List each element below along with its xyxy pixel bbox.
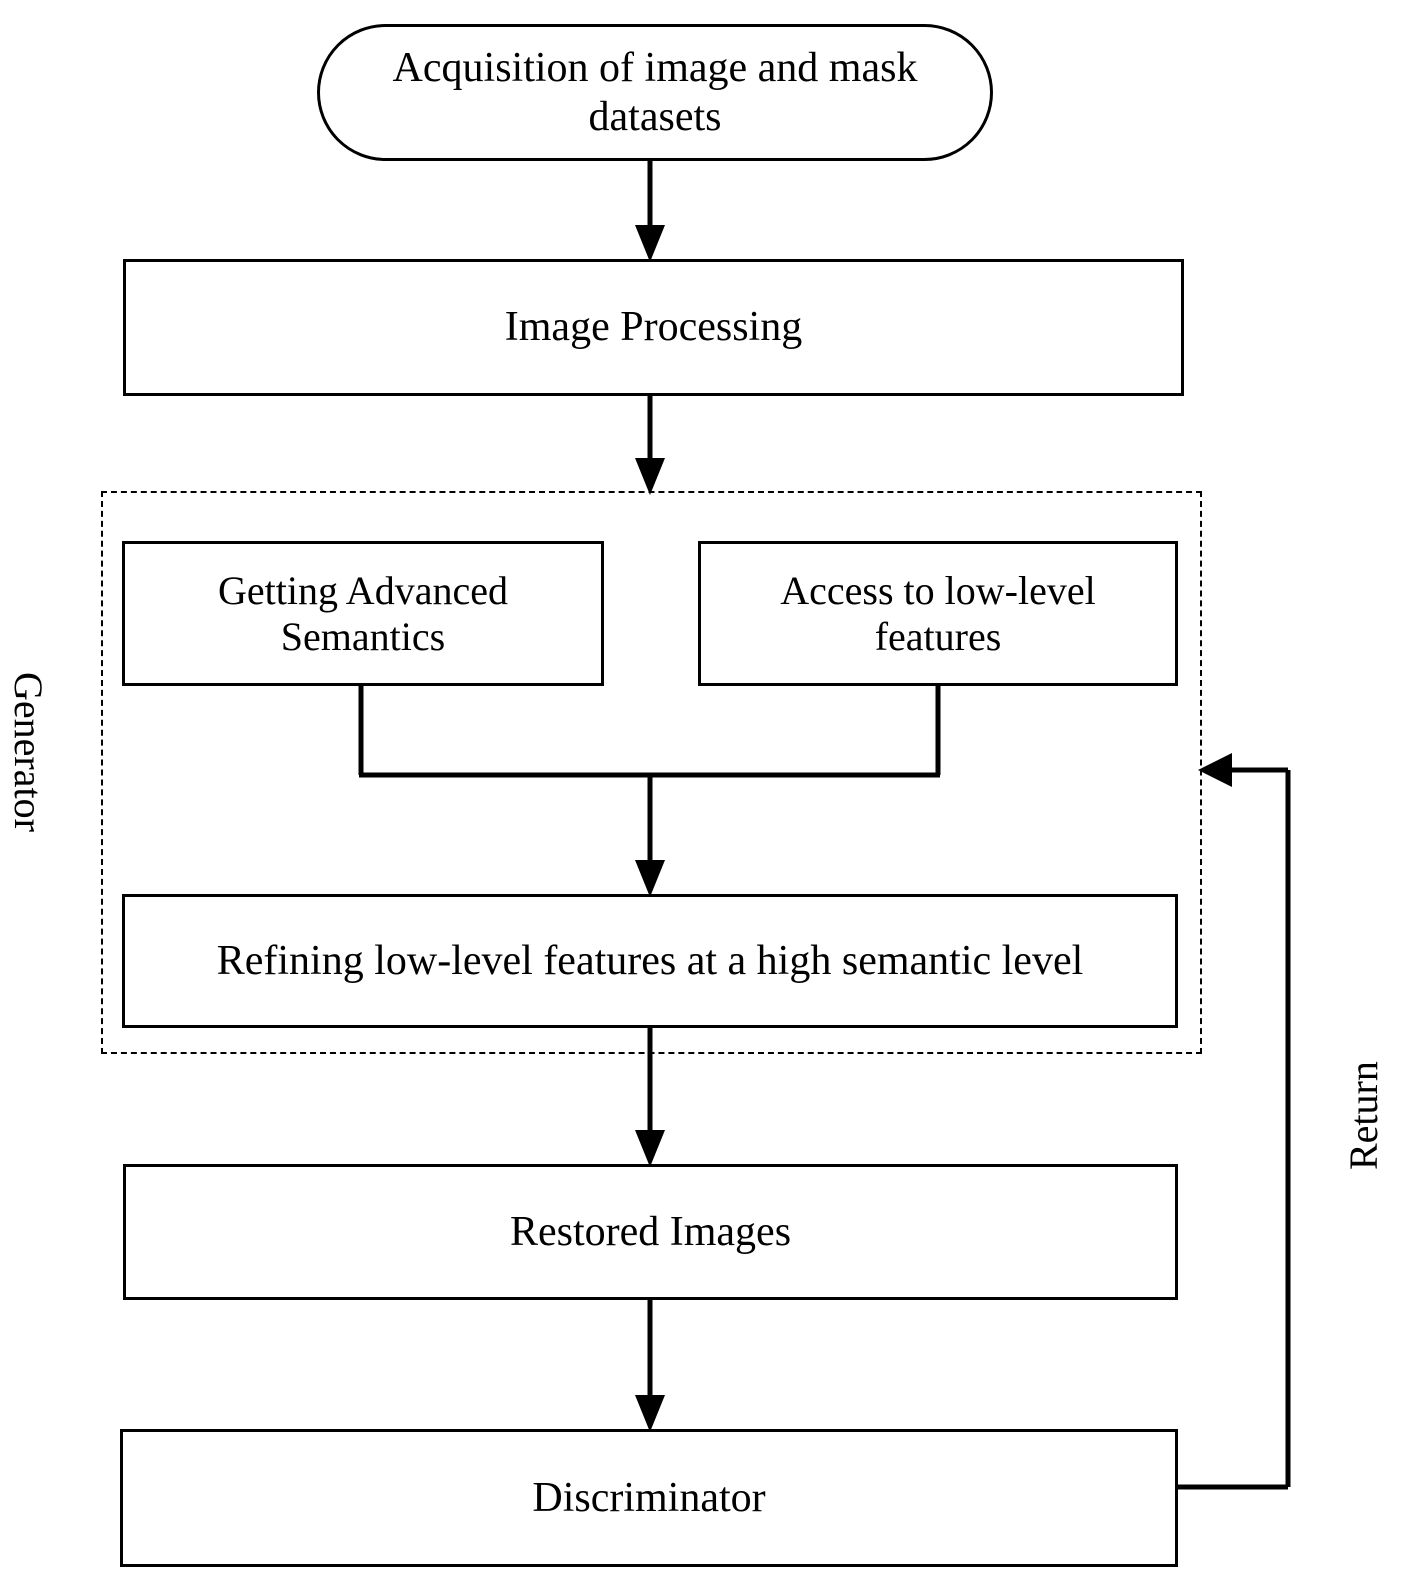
arrowhead-down-generator — [635, 458, 665, 495]
node-restored-images[interactable]: Restored Images — [123, 1164, 1178, 1300]
arrowhead-down-refining — [635, 860, 665, 897]
node-refining[interactable]: Refining low-level features at a high se… — [122, 894, 1178, 1028]
return-edge-label: Return — [1341, 1061, 1386, 1170]
node-discriminator-label: Discriminator — [532, 1474, 766, 1521]
node-image-processing-label: Image Processing — [504, 304, 803, 351]
node-refining-label: Refining low-level features at a high se… — [216, 937, 1084, 984]
generator-group-label: Generator — [6, 672, 51, 832]
node-acquisition-label: Acquisition of image and mask datasets — [392, 45, 918, 140]
node-low-level-features[interactable]: Access to low-level features — [698, 541, 1178, 686]
generator-group-box — [101, 491, 1202, 1054]
node-image-processing[interactable]: Image Processing — [123, 259, 1184, 396]
arrowhead-down-discriminator — [635, 1395, 665, 1432]
arrowhead-group — [635, 225, 1232, 1432]
node-restored-images-label: Restored Images — [509, 1208, 792, 1255]
arrowhead-left-return — [1198, 753, 1232, 787]
node-discriminator[interactable]: Discriminator — [120, 1429, 1178, 1567]
node-acquisition[interactable]: Acquisition of image and mask datasets — [317, 24, 993, 161]
arrowhead-down-processing — [635, 225, 665, 262]
arrowhead-down-restored — [635, 1130, 665, 1167]
node-low-level-features-label: Access to low-level features — [780, 567, 1096, 659]
node-advanced-semantics[interactable]: Getting Advanced Semantics — [122, 541, 604, 686]
node-advanced-semantics-label: Getting Advanced Semantics — [218, 567, 508, 659]
